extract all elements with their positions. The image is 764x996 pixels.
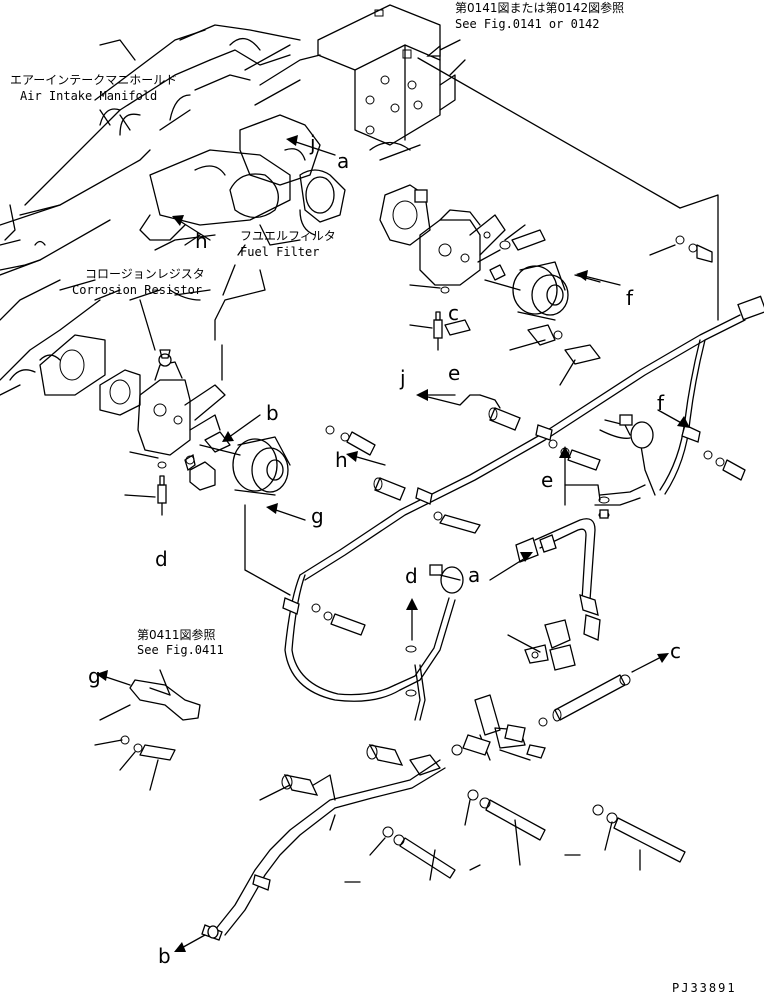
- label-corrosion-en: Corrosion Resistor: [72, 283, 202, 297]
- callout-d-1: d: [155, 547, 168, 571]
- gasket-lower: [39, 334, 141, 416]
- callout-f-2: f: [657, 391, 665, 415]
- callout-j-2: j: [399, 366, 406, 390]
- callout-d-2: d: [405, 564, 418, 588]
- engine-block-outline: [0, 24, 321, 396]
- ref-0411-jp: 第0411図参照: [137, 627, 216, 642]
- sensor-c: [409, 284, 450, 351]
- label-fuel-filter-jp: フユエルフィルタ: [240, 229, 336, 243]
- ref-0141-jp: 第0141図または第0142図参照: [455, 0, 624, 15]
- callout-e-2: e: [541, 468, 553, 492]
- pipe-assembly: [507, 509, 609, 671]
- hose-fitting-upper: [484, 261, 601, 321]
- ref-0141-en: See Fig.0141 or 0142: [455, 17, 600, 31]
- hose-fitting-lower: [199, 431, 291, 496]
- leader-lines: [94, 57, 719, 696]
- label-fuel-filter-en: Fuel Filter: [240, 245, 319, 259]
- rod-and-pins: [451, 674, 631, 761]
- bolts-upper: [444, 224, 713, 386]
- ref-0411-en: See Fig.0411: [137, 643, 224, 657]
- callout-g-2: g: [88, 664, 101, 688]
- component-labels: エアーインテークマニホールド Air Intake Manifold フユエルフ…: [10, 73, 336, 297]
- callout-h-1: h: [195, 229, 208, 253]
- direction-arrows: [96, 39, 690, 952]
- callout-h-2: h: [335, 448, 348, 472]
- label-air-intake-jp: エアーインテークマニホールド: [10, 73, 177, 87]
- sensor-d: [124, 451, 216, 516]
- bolts-middle: [185, 425, 746, 636]
- callout-j-1: j: [309, 131, 316, 155]
- mounting-bracket: [317, 4, 456, 161]
- callout-letters: a j h c f e j b f h e g d a d c g b: [88, 131, 681, 968]
- callout-a-2: a: [468, 563, 480, 587]
- callout-b-2: b: [158, 944, 171, 968]
- label-corrosion-jp: コロージョンレジスタ: [85, 267, 205, 281]
- fuel-filter-head: [139, 114, 346, 251]
- callout-g-1: g: [311, 504, 324, 528]
- callout-e-1: e: [448, 361, 460, 385]
- callout-a-1: a: [337, 149, 349, 173]
- lower-hose-b: [201, 744, 686, 941]
- corrosion-resistor-lower: [137, 349, 226, 456]
- clamps-and-spacers: [373, 394, 521, 501]
- callout-c-2: c: [670, 639, 681, 663]
- drawing-code: PJ33891: [672, 981, 737, 995]
- callout-b-1: b: [266, 401, 279, 425]
- label-air-intake-en: Air Intake Manifold: [20, 89, 157, 103]
- lower-bracket-g: [94, 679, 201, 791]
- corrosion-resistor-upper: [414, 189, 506, 286]
- callout-c-1: c: [448, 301, 459, 325]
- reference-labels: 第0141図または第0142図参照 See Fig.0141 or 0142 第…: [137, 0, 624, 657]
- harness-connectors: [282, 295, 764, 697]
- callout-f-1: f: [626, 286, 634, 310]
